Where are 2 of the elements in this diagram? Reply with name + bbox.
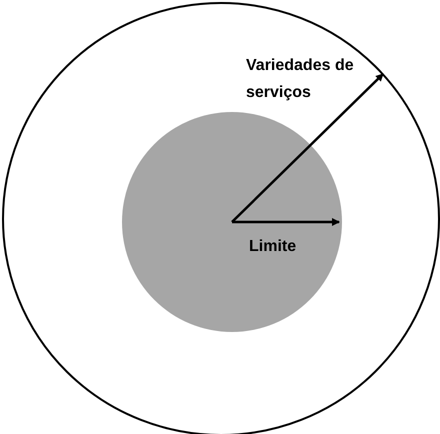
annotation-text: Variedades de serviços [246, 56, 355, 103]
annotation-text: Limite [249, 237, 296, 257]
